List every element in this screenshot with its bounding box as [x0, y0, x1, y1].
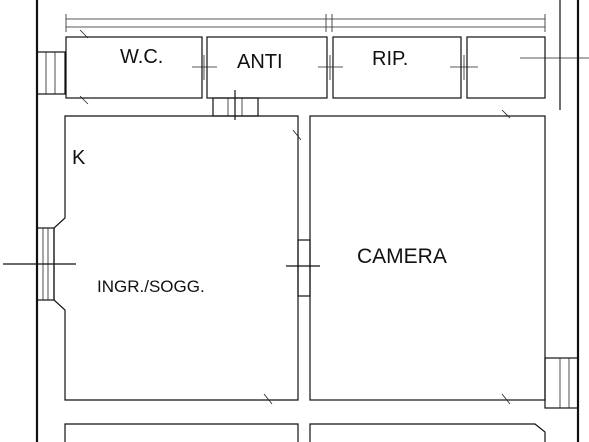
room-label-wc: W.C.: [120, 46, 163, 68]
room-rip: [332, 36, 462, 99]
room-closet: [466, 36, 546, 99]
top-dimension-line: [65, 14, 546, 32]
room-label-kitchen: K: [72, 147, 86, 169]
window-left-mid: [3, 227, 76, 301]
room-ingresso: [53, 115, 302, 405]
window-left-top: [36, 51, 66, 95]
door-markers-top: [192, 55, 589, 80]
room-label-ingresso: INGR./SOGG.: [97, 277, 205, 296]
room-anti: [206, 36, 328, 99]
room-label-rip: RIP.: [372, 48, 408, 70]
window-right-bottom: [544, 357, 579, 409]
door-living-camera: [286, 239, 320, 297]
room-label-anti: ANTI: [237, 51, 283, 73]
rooms-bottom: [64, 423, 546, 442]
outer-walls: [35, 0, 580, 442]
room-wc: [65, 29, 203, 105]
room-label-camera: CAMERA: [357, 245, 447, 268]
